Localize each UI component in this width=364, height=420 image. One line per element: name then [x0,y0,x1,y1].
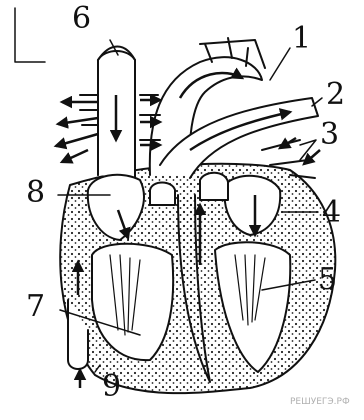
label-4: 4 [322,198,341,228]
label-8: 8 [26,178,45,208]
label-3: 3 [320,120,339,150]
label-7: 7 [26,292,45,322]
label-9: 9 [102,372,121,402]
label-5: 5 [318,265,337,295]
watermark: РЕШУЕГЭ.РФ [290,398,350,407]
label-1: 1 [292,24,311,54]
label-2: 2 [326,80,345,110]
label-6: 6 [72,4,91,34]
